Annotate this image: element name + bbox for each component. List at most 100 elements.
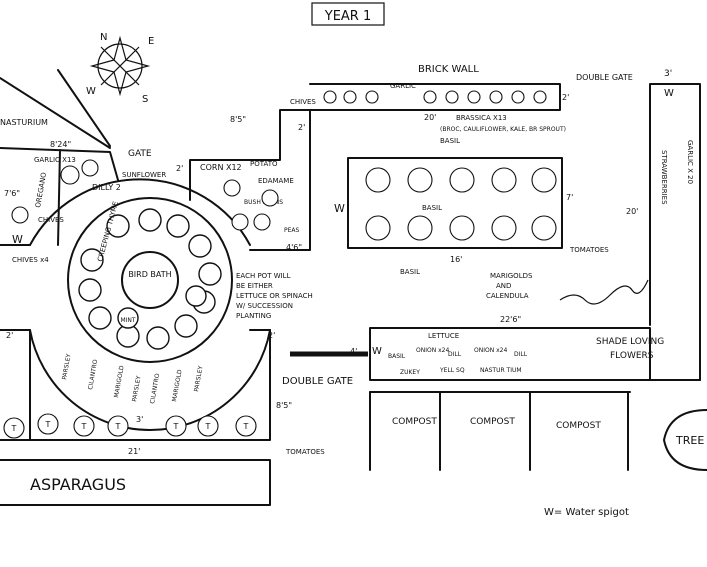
asparagus-bed: 21' ASPARAGUS [0, 447, 271, 506]
label-chives-x4: CHIVES x4 [12, 256, 49, 264]
compass-w: W [86, 86, 96, 97]
label-strawberries: STRAWBERRIES [660, 150, 668, 205]
lettuce-pots [78, 208, 222, 350]
legend-water-spigot: W= Water spigot [544, 507, 629, 518]
label-bird-bath: BIRD BATH [128, 270, 171, 279]
label-marigold-2: MARIGOLD [171, 369, 184, 403]
lower-herb-bed: 2' 2' DOUBLE GATE 8'5" PARSLEY CILANTRO … [0, 329, 353, 456]
label-asparagus: ASPARAGUS [30, 475, 126, 494]
label-garlic-x13: GARLIC X13 [34, 156, 76, 164]
label-potato: POTATO [250, 160, 278, 168]
pot-t-3: T [81, 422, 87, 431]
label-compost-3: COMPOST [556, 421, 601, 431]
dim-20-top: 20' [424, 113, 436, 122]
label-pill: DILL [514, 351, 528, 358]
label-parsley-3: PARSLEY [193, 365, 204, 392]
dim-2-lower-right: 2' [268, 331, 275, 340]
label-double-gate-top: DOUBLE GATE [576, 73, 633, 82]
compass-rose-icon: N E S W [86, 32, 154, 105]
bird-bath [121, 251, 179, 309]
label-corn: CORN X12 [200, 163, 242, 172]
label-brassica: BRASSICA X13 [456, 114, 507, 122]
label-double-gate-mid: DOUBLE GATE [282, 376, 353, 387]
label-pots-note: EACH POT WILL BE EITHER LETTUCE OR SPINA… [236, 272, 315, 320]
circle-garden: BIRD BATH MINT CREEPING THYME [0, 178, 271, 431]
compost-bins: COMPOST COMPOST COMPOST [369, 391, 631, 471]
tomato-bed: W 7' BASIL TOMATOES BASIL 16' MARIGOLDS … [334, 157, 609, 300]
corn-bed: 8'5" 2' CORN X12 POTATO EDAMAME BUSH BEA… [176, 98, 316, 252]
label-cilantro-2: CILANTRO [149, 373, 161, 405]
label-basil-center: BASIL [422, 204, 442, 212]
dim-2-corn: 2' [176, 164, 183, 173]
pot-t-6: T [205, 422, 211, 431]
dim-7-6: 7'6" [4, 189, 20, 198]
label-compost-1: COMPOST [392, 417, 437, 427]
dim-20-right: 20' [626, 207, 638, 216]
fence-line [0, 69, 111, 149]
brick-wall-bed: BRICK WALL GARLIC 2' 20' BRASSICA X13 (B… [309, 64, 569, 145]
dim-8-5-top: 8'5" [230, 115, 246, 124]
dim-3-bottom: 3' [136, 415, 143, 424]
dim-4-6: 4'6" [286, 243, 302, 252]
compass-e: E [148, 36, 154, 47]
pot-t-4: T [115, 422, 121, 431]
dim-16: 16' [450, 255, 462, 264]
label-nasturtium: NASTUR TIUM [480, 367, 522, 374]
dim-2-wall: 2' [562, 93, 569, 102]
label-dilly: DILLY 2 [92, 183, 121, 192]
pot-t-2: T [45, 420, 51, 429]
dim-3-right: 3' [664, 69, 672, 79]
compass-n: N [100, 32, 107, 43]
label-mint: MINT [120, 317, 135, 324]
vine-line [559, 279, 649, 305]
label-oregano: OREGANO [34, 171, 48, 208]
label-onion-2: ONION x24 [474, 347, 507, 354]
label-tomatoes-bottom: TOMATOES [285, 448, 325, 456]
water-spigot-lower: W [372, 346, 382, 357]
label-peas: PEAS [284, 227, 300, 234]
label-sunflower: SUNFLOWER [122, 171, 166, 179]
label-lettuce: LETTUCE [428, 332, 459, 340]
label-basil-bottom: BASIL [400, 268, 420, 276]
dim-7: 7' [566, 193, 573, 202]
label-cilantro-1: CILANTRO [87, 359, 99, 391]
dim-4: 4' [350, 347, 357, 356]
plan-title: YEAR 1 [324, 9, 371, 24]
dim-2-left-col: 2' [298, 123, 305, 132]
label-tomatoes-right: TOMATOES [569, 246, 609, 254]
label-chives-top: CHIVES [290, 98, 316, 106]
title-box: YEAR 1 [311, 2, 385, 26]
dim-22-6: 22'6" [500, 315, 521, 324]
label-edamame: EDAMAME [258, 177, 294, 185]
dim-8-5-bot: 8'5" [276, 401, 292, 410]
dim-21: 21' [128, 447, 140, 456]
label-brick-wall: BRICK WALL [418, 64, 479, 75]
label-garlic-right: GARLIC X 20 [686, 140, 694, 184]
right-bed: 3' DOUBLE GATE W 20' STRAWBERRIES GARLIC… [576, 69, 701, 381]
tree-icon: TREE [663, 409, 707, 471]
pot-t-7: T [243, 422, 249, 431]
label-basil-small: BASIL [388, 353, 406, 360]
water-spigot-center: W [334, 202, 345, 215]
label-tree: TREE [675, 434, 704, 447]
label-parsley-2: PARSLEY [131, 375, 142, 402]
label-zukey: ZUKEY [400, 369, 420, 376]
label-nasturium: NASTURIUM [0, 118, 48, 127]
water-spigot-left: W [12, 233, 23, 246]
label-gate: GATE [128, 149, 152, 159]
pot-t-5: T [173, 422, 179, 431]
label-onion-1: ONION x24 [416, 347, 449, 354]
label-garlic-top: GARLIC [390, 82, 416, 90]
dim-2-lower-left: 2' [6, 331, 13, 340]
shade-bed: 4' W LETTUCE BASIL ONION x24 DILL ONION … [290, 327, 701, 381]
label-chives-left: CHIVES [38, 216, 64, 224]
label-parsley-1: PARSLEY [61, 353, 72, 380]
label-yell-sq: YELL SQ [439, 367, 465, 374]
dim-8-24: 8'24" [50, 140, 71, 149]
label-basil-top: BASIL [440, 137, 460, 145]
water-spigot-right: W [664, 88, 674, 99]
label-marigolds: MARIGOLDS AND CALENDULA [486, 272, 535, 300]
label-shade-loving: SHADE LOVING FLOWERS [596, 337, 667, 361]
label-brassica-sub: (BROC, CAULIFLOWER, KALE, BR SPROUT) [440, 126, 566, 133]
